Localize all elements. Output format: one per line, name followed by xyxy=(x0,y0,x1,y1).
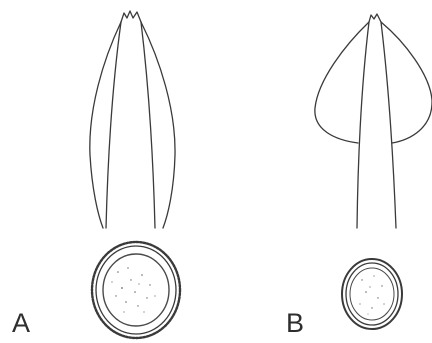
panel-a-cross-section xyxy=(92,242,180,338)
panel-b-stippling xyxy=(359,275,384,314)
panel-b-label: B xyxy=(286,308,304,338)
panel-a-stippling xyxy=(111,267,155,312)
panel-a-label: A xyxy=(12,308,30,338)
panel-b-cross-section xyxy=(342,259,402,329)
panel-a-body-outline xyxy=(90,11,175,228)
panel-b-body-outline xyxy=(315,14,432,228)
